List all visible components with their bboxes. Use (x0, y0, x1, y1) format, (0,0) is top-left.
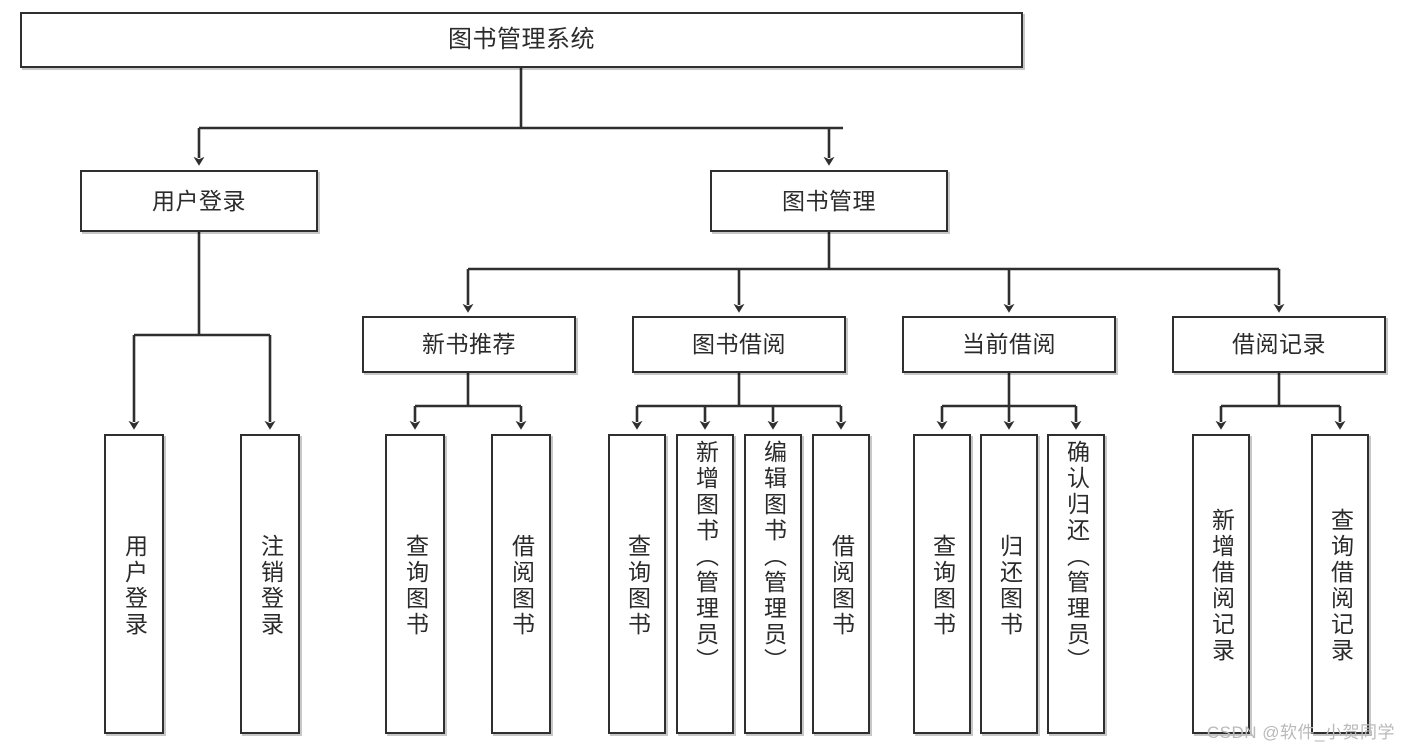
node-label: 借阅图书 (508, 534, 535, 638)
node-label: 查询图书 (624, 534, 651, 638)
node-label: 图书管理 (782, 187, 876, 214)
node-leaf-user-login[interactable]: 用户登录 (104, 434, 164, 734)
node-leaf-return-book[interactable]: 归还图书 (980, 434, 1038, 734)
node-leaf-confirm-return[interactable]: 确认归还（管理员） (1047, 434, 1105, 734)
node-leaf-query-book-3[interactable]: 查询图书 (913, 434, 971, 734)
node-label: 查询借阅记录 (1327, 508, 1354, 664)
node-leaf-query-book-1[interactable]: 查询图书 (385, 434, 445, 734)
node-book-borrow[interactable]: 图书借阅 (632, 316, 846, 373)
node-leaf-add-book[interactable]: 新增图书（管理员） (676, 434, 734, 734)
node-label: 注销登录 (257, 534, 284, 638)
node-book-management[interactable]: 图书管理 (710, 170, 948, 232)
node-label: 确认归还（管理员） (1063, 440, 1090, 674)
node-label: 图书借阅 (692, 331, 786, 358)
node-leaf-query-book-2[interactable]: 查询图书 (608, 434, 666, 734)
csdn-watermark: CSDN @软件_小贺同学 (1206, 723, 1395, 742)
node-label: 用户登录 (121, 534, 148, 638)
node-user-login[interactable]: 用户登录 (80, 170, 318, 232)
node-new-book-recommend[interactable]: 新书推荐 (362, 316, 576, 373)
node-label: 当前借阅 (962, 331, 1056, 358)
node-leaf-edit-book[interactable]: 编辑图书（管理员） (744, 434, 802, 734)
node-borrow-record[interactable]: 借阅记录 (1172, 316, 1386, 373)
node-root-book-management-system[interactable]: 图书管理系统 (20, 12, 1023, 68)
node-leaf-query-borrow-record[interactable]: 查询借阅记录 (1311, 434, 1369, 734)
node-label: 图书管理系统 (448, 26, 595, 54)
node-label: 新增图书（管理员） (692, 440, 719, 674)
node-current-borrow[interactable]: 当前借阅 (902, 316, 1116, 373)
node-label: 借阅记录 (1232, 331, 1326, 358)
node-leaf-logout-login[interactable]: 注销登录 (240, 434, 300, 734)
node-leaf-borrow-book-1[interactable]: 借阅图书 (491, 434, 551, 734)
node-label: 用户登录 (152, 187, 246, 214)
node-label: 查询图书 (402, 534, 429, 638)
node-label: 查询图书 (929, 534, 956, 638)
node-label: 新书推荐 (422, 331, 516, 358)
node-label: 编辑图书（管理员） (760, 440, 787, 674)
node-leaf-add-borrow-record[interactable]: 新增借阅记录 (1192, 434, 1250, 734)
node-leaf-borrow-book-2[interactable]: 借阅图书 (812, 434, 870, 734)
node-label: 归还图书 (996, 534, 1023, 638)
node-label: 借阅图书 (828, 534, 855, 638)
node-label: 新增借阅记录 (1208, 508, 1235, 664)
